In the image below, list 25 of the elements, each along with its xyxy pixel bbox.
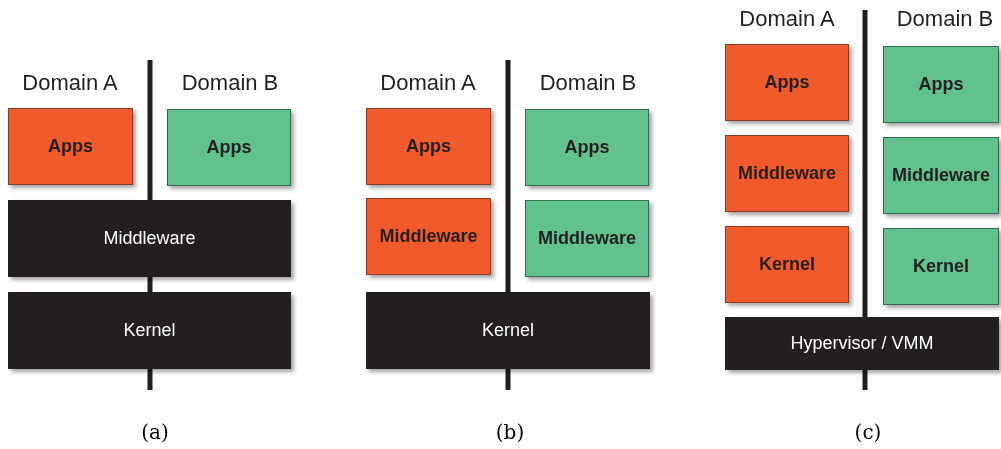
layer-box: Middleware xyxy=(525,200,649,277)
layer-box: Apps xyxy=(883,46,999,123)
panel-caption: (b) xyxy=(495,420,525,444)
layer-box: Middleware xyxy=(366,198,491,275)
layer-box: Apps xyxy=(167,109,291,186)
column-heading: Domain B xyxy=(539,70,637,96)
column-heading: Domain B xyxy=(896,6,994,32)
layer-box: Apps xyxy=(8,108,133,185)
layer-bar: Kernel xyxy=(366,292,650,369)
layer-bar: Kernel xyxy=(8,292,291,369)
layer-bar: Hypervisor / VMM xyxy=(725,317,999,370)
layer-box: Kernel xyxy=(883,228,999,305)
column-heading: Domain A xyxy=(22,70,118,96)
layer-box: Middleware xyxy=(725,135,849,212)
layer-box: Kernel xyxy=(725,226,849,303)
panel-caption: (a) xyxy=(141,420,169,444)
column-heading: Domain A xyxy=(739,6,835,32)
layer-box: Apps xyxy=(525,109,649,186)
column-heading: Domain B xyxy=(181,70,279,96)
layer-box: Apps xyxy=(725,44,849,121)
panel-caption: (c) xyxy=(854,420,882,444)
layer-box: Middleware xyxy=(883,137,999,214)
column-heading: Domain A xyxy=(380,70,476,96)
layer-bar: Middleware xyxy=(8,200,291,277)
layer-box: Apps xyxy=(366,108,491,185)
